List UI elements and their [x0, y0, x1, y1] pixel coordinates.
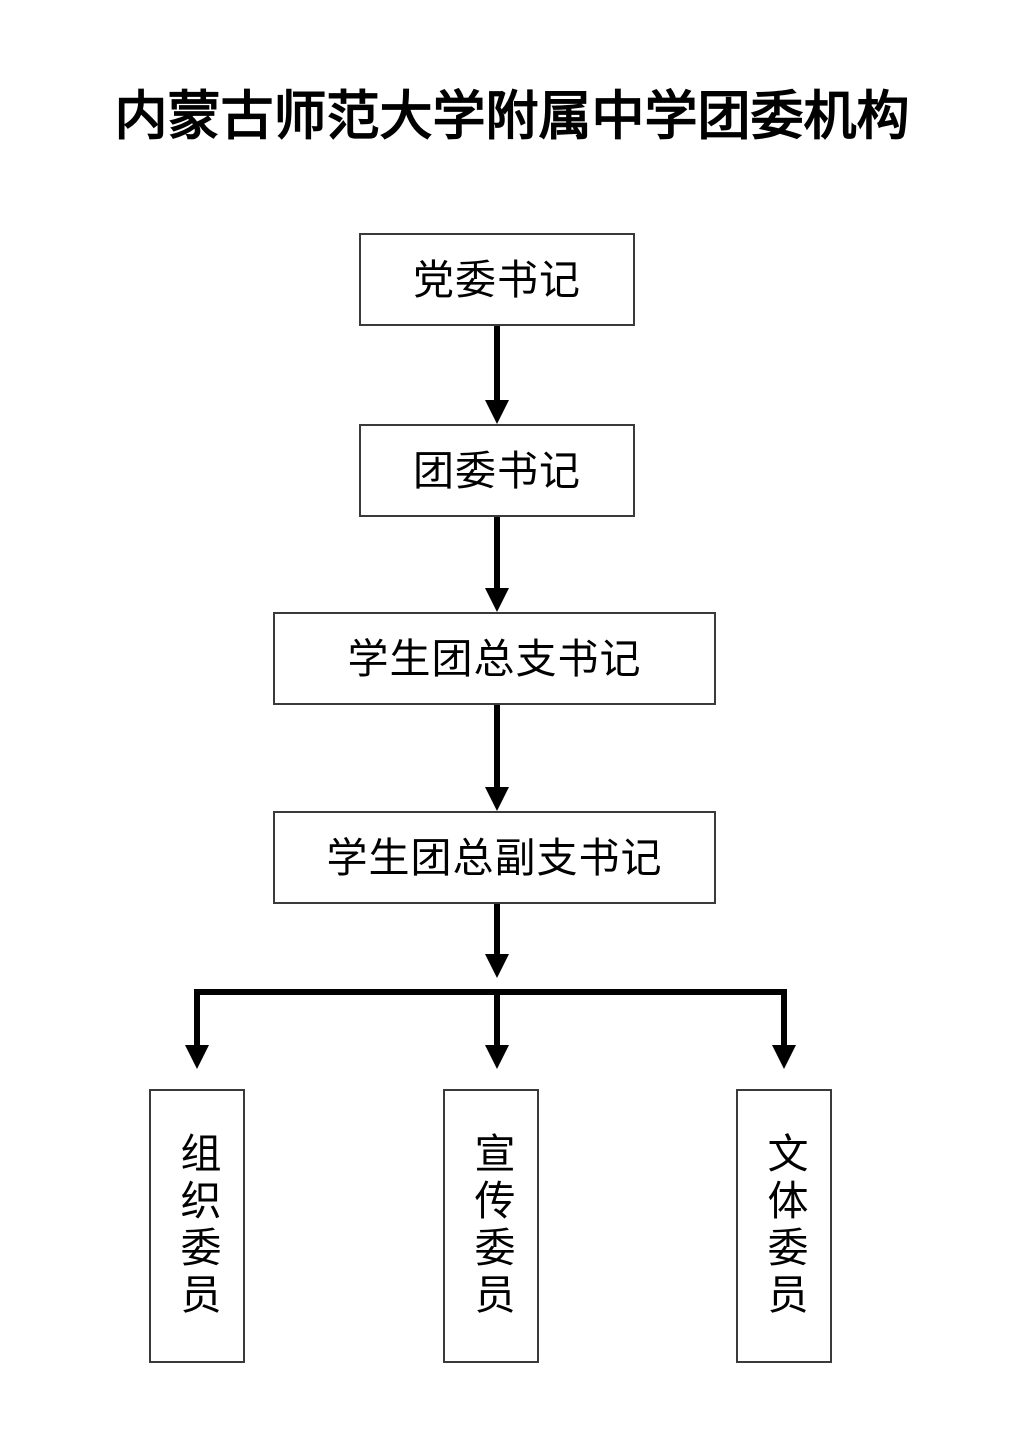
node-label: 学生团总副支书记 [326, 833, 663, 882]
node-label: 学生团总支书记 [347, 634, 642, 683]
node-label: 团委书记 [413, 446, 581, 495]
node-organization-commissioner[interactable]: 组织委员 [149, 1089, 245, 1363]
edge-arrow-n1-n2 [483, 326, 511, 424]
branch-connector-bar [194, 989, 787, 995]
node-party-committee-secretary[interactable]: 党委书记 [359, 233, 635, 326]
edge-arrow-n2-n3 [483, 517, 511, 612]
node-label: 组织委员 [173, 1132, 221, 1320]
page-title: 内蒙古师范大学附属中学团委机构 [114, 86, 910, 147]
edge-arrow-n3-n4 [483, 705, 511, 811]
node-league-committee-secretary[interactable]: 团委书记 [359, 424, 635, 517]
edge-arrow-branch-right [770, 989, 798, 1069]
node-culture-and-sports-commissioner[interactable]: 文体委员 [736, 1089, 832, 1363]
node-label: 党委书记 [413, 255, 581, 304]
node-label: 文体委员 [760, 1132, 808, 1320]
edge-arrow-branch-center [483, 989, 511, 1069]
node-student-league-branch-secretary[interactable]: 学生团总支书记 [273, 612, 716, 705]
node-publicity-commissioner[interactable]: 宣传委员 [443, 1089, 539, 1363]
edge-arrow-n4-branch-bar [483, 904, 511, 992]
node-label: 宣传委员 [467, 1132, 515, 1320]
edge-arrow-branch-left [183, 989, 211, 1069]
node-student-league-deputy-branch-secretary[interactable]: 学生团总副支书记 [273, 811, 716, 904]
